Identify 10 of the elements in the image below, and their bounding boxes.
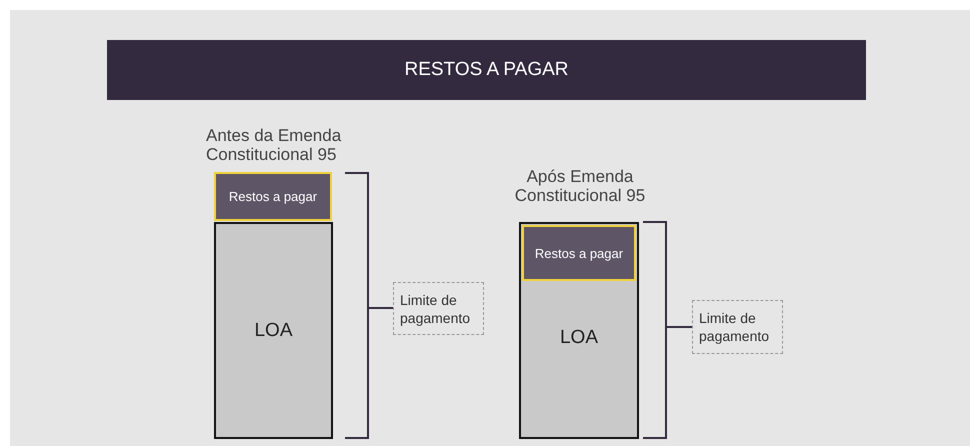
title: RESTOS A PAGAR xyxy=(403,59,570,81)
budget-box xyxy=(519,222,639,439)
budget-box: LOA xyxy=(214,222,333,439)
remainder-box: Restos a pagar xyxy=(522,225,636,281)
heading-label: Após Emenda Constitucional 95 xyxy=(514,167,646,205)
box-label: LOA xyxy=(558,327,600,349)
note-box: Limite de pagamento xyxy=(393,282,484,335)
note-box: Limite de pagamento xyxy=(692,300,783,354)
remainder-box: Restos a pagar xyxy=(214,172,332,221)
heading-label: Antes da Emenda Constitucional 95 xyxy=(206,126,342,164)
